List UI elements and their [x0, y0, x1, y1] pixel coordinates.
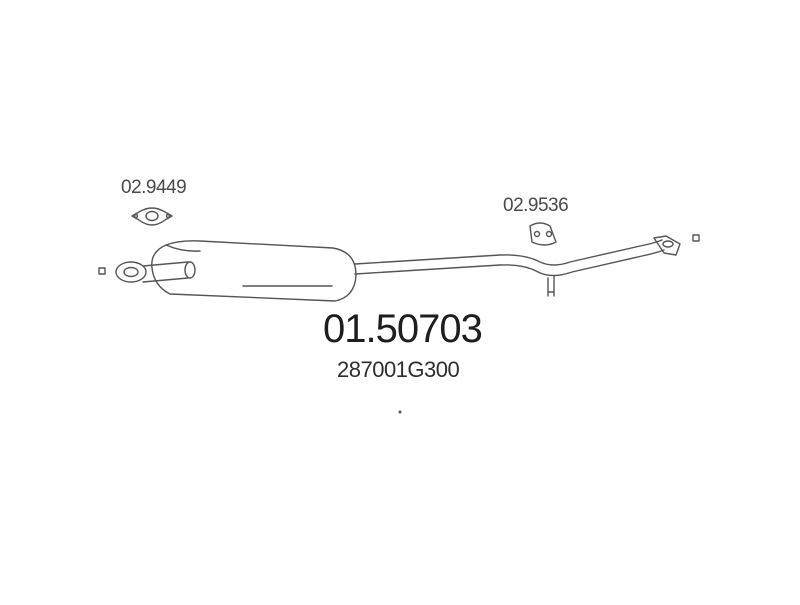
main-part-number: 01.50703 — [323, 307, 483, 351]
gasket-part-number: 02.9449 — [121, 177, 187, 198]
stray-dot — [398, 410, 402, 414]
rubber-hanger-part — [529, 222, 557, 246]
inlet-flange — [115, 261, 147, 283]
right-end-marker — [692, 234, 700, 242]
left-end-marker — [98, 267, 106, 275]
pipe-hanger-bracket — [547, 275, 555, 297]
inlet-pipe — [142, 261, 196, 283]
tail-pipe — [354, 239, 665, 277]
hanger-part-number: 02.9536 — [503, 195, 569, 216]
outlet-flange — [653, 235, 681, 256]
oem-part-number: 287001G300 — [337, 357, 460, 382]
gasket-part — [131, 207, 173, 226]
muffler-body — [151, 240, 357, 302]
